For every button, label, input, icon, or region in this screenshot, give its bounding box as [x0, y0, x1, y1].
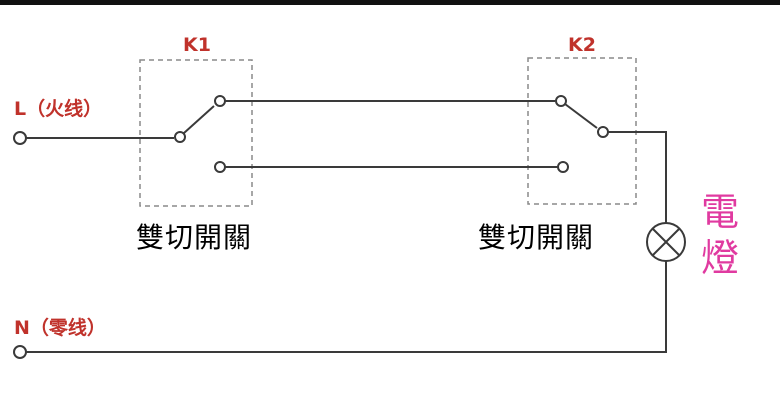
- k1-dashed-box: [139, 59, 253, 207]
- k2-blade: [564, 103, 598, 129]
- neutral-return-wire: [26, 261, 667, 353]
- k1-caption: 雙切開關: [136, 221, 253, 254]
- live-terminal: [13, 131, 27, 145]
- k2-lower-contact: [557, 161, 569, 173]
- k1-lower-contact: [214, 161, 226, 173]
- k1-label: K1: [183, 34, 211, 56]
- k1-upper-contact: [214, 95, 226, 107]
- neutral-terminal: [13, 345, 27, 359]
- neutral-label: N（零线）: [14, 317, 106, 339]
- k1-common-contact: [174, 131, 186, 143]
- k2-common-contact: [597, 126, 609, 138]
- k2-caption: 雙切開關: [478, 221, 595, 254]
- k2-upper-contact: [555, 95, 567, 107]
- lamp-feed-wire: [608, 131, 667, 223]
- k2-label: K2: [568, 34, 596, 56]
- lamp-label-char1: 電: [700, 190, 739, 234]
- top-border: [0, 0, 780, 5]
- lamp-label-char2: 燈: [700, 236, 739, 280]
- live-label: L（火线）: [14, 98, 103, 120]
- k1-blade: [183, 105, 215, 134]
